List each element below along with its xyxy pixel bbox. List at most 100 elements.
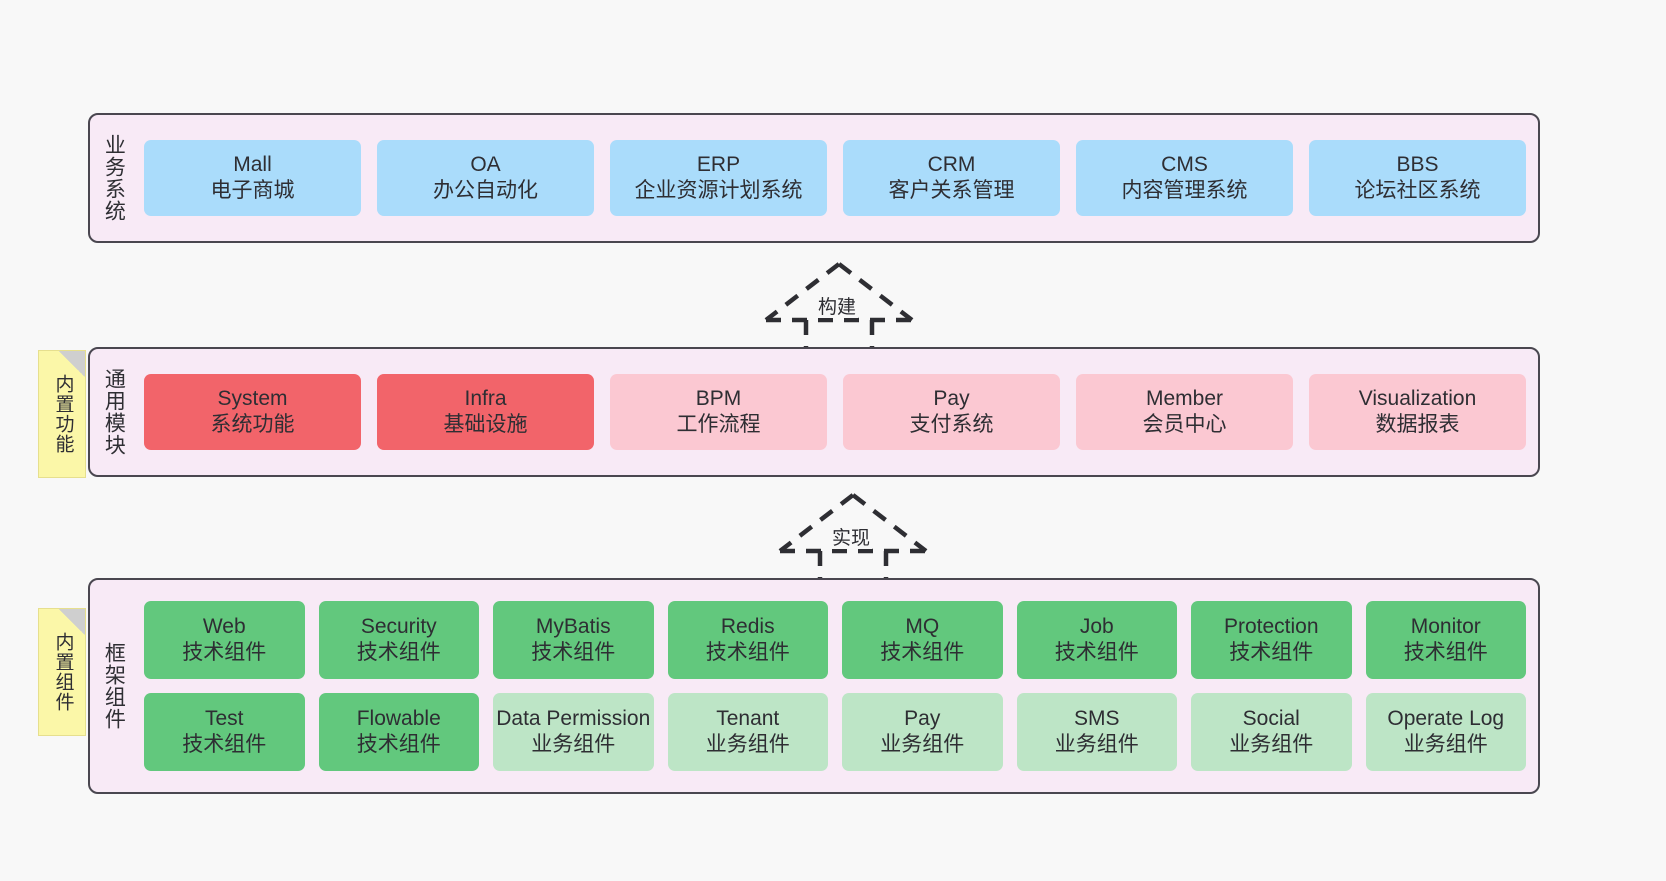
cell-subtitle: 技术组件	[182, 733, 267, 756]
cell-subtitle: 技术组件	[356, 641, 441, 664]
cell-subtitle: 业务组件	[1229, 733, 1314, 756]
cell-title: Pay	[933, 386, 970, 410]
framework-component-card[interactable]: Security 技术组件	[318, 601, 479, 679]
framework-component-card[interactable]: Data Permission 业务组件	[493, 693, 654, 771]
common-module-card[interactable]: Pay 支付系统	[843, 374, 1060, 450]
cell-subtitle: 业务组件	[705, 733, 790, 756]
cell-subtitle: 办公自动化	[433, 179, 538, 202]
business-system-card[interactable]: CRM 客户关系管理	[843, 140, 1060, 216]
cell-subtitle: 系统功能	[210, 413, 295, 436]
connector-build-label: 构建	[816, 297, 859, 318]
cell-title: Pay	[904, 706, 941, 730]
cell-subtitle: 技术组件	[531, 641, 616, 664]
cell-subtitle: 数据报表	[1375, 413, 1460, 436]
connector-build: 构建	[744, 258, 934, 350]
sticky-note-builtin-components: 内置组件	[38, 608, 86, 736]
connector-implement: 实现	[758, 489, 948, 581]
framework-components-layer-label: 框架组件	[102, 642, 126, 730]
cell-subtitle: 内容管理系统	[1121, 179, 1248, 202]
business-system-card[interactable]: OA 办公自动化	[377, 140, 594, 216]
framework-component-card[interactable]: MQ 技术组件	[842, 601, 1003, 679]
cell-title: Redis	[720, 614, 775, 638]
common-module-card[interactable]: Infra 基础设施	[377, 374, 594, 450]
cell-title: Job	[1079, 614, 1114, 638]
cell-title: Monitor	[1410, 614, 1481, 638]
cell-title: MQ	[905, 614, 940, 638]
business-system-card[interactable]: ERP 企业资源计划系统	[610, 140, 827, 216]
cell-subtitle: 基础设施	[443, 413, 528, 436]
cell-title: BPM	[695, 386, 742, 410]
cell-subtitle: 技术组件	[705, 641, 790, 664]
cell-subtitle: 技术组件	[356, 733, 441, 756]
business-systems-layer: 业务系统 Mall 电子商城 OA 办公自动化 ERP 企业资源计划系统 CRM 客户关系管理…	[88, 113, 1540, 243]
framework-component-card[interactable]: Job 技术组件	[1016, 601, 1177, 679]
framework-component-card[interactable]: Monitor 技术组件	[1365, 601, 1526, 679]
cell-title: Tenant	[716, 706, 780, 730]
common-module-card[interactable]: Visualization 数据报表	[1309, 374, 1526, 450]
cell-title: Member	[1145, 386, 1224, 410]
framework-component-card[interactable]: Social 业务组件	[1191, 693, 1352, 771]
framework-component-card[interactable]: Pay 业务组件	[842, 693, 1003, 771]
cell-title: SMS	[1073, 706, 1120, 730]
cell-subtitle: 技术组件	[1229, 641, 1314, 664]
cell-subtitle: 支付系统	[909, 413, 994, 436]
cell-subtitle: 技术组件	[1054, 641, 1139, 664]
cell-subtitle: 电子商城	[210, 179, 295, 202]
common-modules-layer-label: 通用模块	[102, 368, 126, 456]
build-arrow-icon	[764, 262, 914, 350]
cell-title: Visualization	[1358, 386, 1477, 410]
cell-title: Protection	[1223, 614, 1319, 638]
business-systems-layer-label: 业务系统	[102, 134, 126, 222]
cell-subtitle: 论坛社区系统	[1354, 179, 1481, 202]
cell-title: Operate Log	[1387, 706, 1505, 730]
cell-title: MyBatis	[535, 614, 611, 638]
framework-component-card[interactable]: Redis 技术组件	[667, 601, 828, 679]
cell-subtitle: 客户关系管理	[888, 179, 1015, 202]
cell-title: OA	[470, 152, 501, 176]
cell-subtitle: 技术组件	[880, 641, 965, 664]
connector-implement-label: 实现	[830, 528, 873, 549]
framework-component-card[interactable]: SMS 业务组件	[1016, 693, 1177, 771]
framework-component-card[interactable]: Flowable 技术组件	[318, 693, 479, 771]
framework-component-card[interactable]: Operate Log 业务组件	[1365, 693, 1526, 771]
cell-subtitle: 技术组件	[1403, 641, 1488, 664]
cell-subtitle: 业务组件	[880, 733, 965, 756]
cell-title: System	[217, 386, 288, 410]
common-module-card[interactable]: Member 会员中心	[1076, 374, 1293, 450]
cell-subtitle: 业务组件	[1403, 733, 1488, 756]
framework-component-card[interactable]: MyBatis 技术组件	[493, 601, 654, 679]
cell-subtitle: 企业资源计划系统	[634, 179, 803, 202]
cell-title: BBS	[1396, 152, 1439, 176]
cell-title: Data Permission	[496, 706, 651, 730]
cell-title: ERP	[696, 152, 741, 176]
business-system-card[interactable]: CMS 内容管理系统	[1076, 140, 1293, 216]
business-system-card[interactable]: BBS 论坛社区系统	[1309, 140, 1526, 216]
cell-subtitle: 业务组件	[531, 733, 616, 756]
cell-title: Social	[1242, 706, 1300, 730]
common-module-card[interactable]: System 系统功能	[144, 374, 361, 450]
cell-title: Infra	[464, 386, 507, 410]
framework-component-card[interactable]: Web 技术组件	[144, 601, 305, 679]
cell-title: Flowable	[356, 706, 441, 730]
cell-title: Web	[202, 614, 246, 638]
cell-title: Test	[204, 706, 244, 730]
cell-subtitle: 技术组件	[182, 641, 267, 664]
framework-component-card[interactable]: Test 技术组件	[144, 693, 305, 771]
cell-title: Security	[360, 614, 437, 638]
cell-title: Mall	[233, 152, 272, 176]
cell-subtitle: 会员中心	[1142, 413, 1227, 436]
business-system-card[interactable]: Mall 电子商城	[144, 140, 361, 216]
cell-title: CMS	[1161, 152, 1208, 176]
framework-component-card[interactable]: Protection 技术组件	[1191, 601, 1352, 679]
cell-subtitle: 业务组件	[1054, 733, 1139, 756]
cell-title: CRM	[927, 152, 976, 176]
business-systems-items: Mall 电子商城 OA 办公自动化 ERP 企业资源计划系统 CRM 客户关系管理 CMS 内容…	[136, 115, 1538, 241]
framework-component-card[interactable]: Tenant 业务组件	[667, 693, 828, 771]
implement-arrow-icon	[778, 493, 928, 581]
